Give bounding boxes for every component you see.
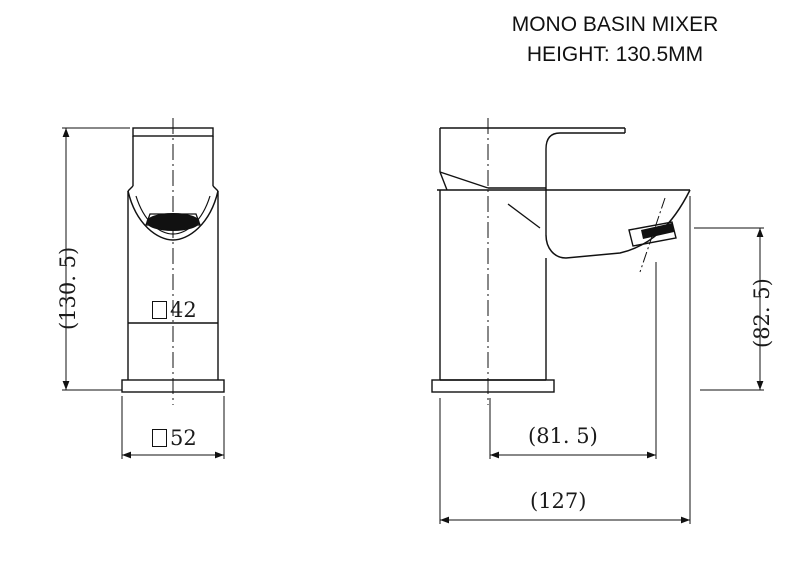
dimension-label-spout-height: (82. 5) <box>750 278 774 348</box>
dimension-label-spout-reach: (81. 5) <box>528 424 598 448</box>
dimension-reach-81-5 <box>489 262 657 459</box>
dimension-spout-height-82-5 <box>694 227 764 391</box>
dimension-label-body-width: 42 <box>152 298 197 322</box>
product-title: MONO BASIN MIXER <box>511 13 719 36</box>
product-height-note: HEIGHT: 130.5MM <box>526 43 704 66</box>
dimension-height-130-5 <box>62 127 130 391</box>
title-block: MONO BASIN MIXER HEIGHT: 130.5MM <box>440 10 790 70</box>
side-elevation-geometry <box>431 127 691 393</box>
aerator-centreline <box>639 197 666 273</box>
square-symbol-icon <box>152 429 167 447</box>
dimension-label-overall-depth: (127) <box>530 489 587 513</box>
body-width-value: 42 <box>170 298 197 322</box>
side-aerator-outlet <box>641 223 674 239</box>
square-symbol-icon <box>152 301 167 319</box>
base-width-value: 52 <box>170 426 197 450</box>
dimension-base-52 <box>121 396 225 459</box>
dimension-label-overall-height: (130. 5) <box>56 246 80 330</box>
dimension-depth-127 <box>439 196 691 524</box>
dimension-label-base-width: 52 <box>152 426 197 450</box>
